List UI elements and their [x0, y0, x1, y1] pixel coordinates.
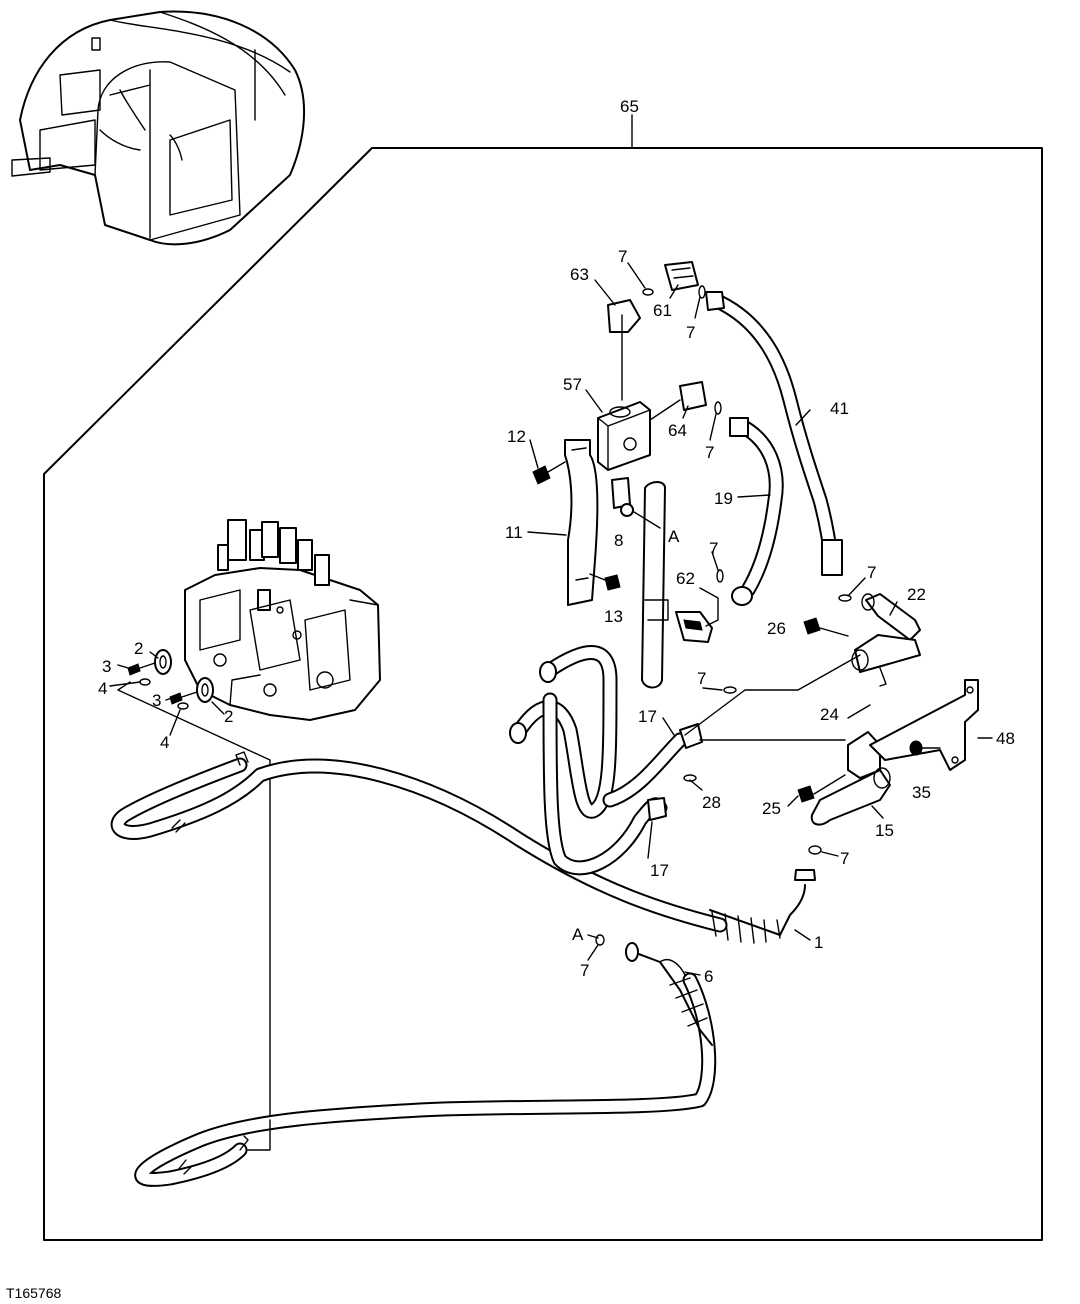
- label-4-upper: 4: [98, 679, 107, 698]
- label-28: 28: [702, 793, 721, 812]
- label-24: 24: [820, 705, 839, 724]
- elbow-fitting-63: [607, 299, 641, 401]
- label-25: 25: [762, 799, 781, 818]
- hose-1: [110, 751, 816, 944]
- label-3-lower: 3: [152, 691, 161, 710]
- bracket-11: [564, 439, 599, 606]
- bolt-25: [797, 774, 846, 803]
- label-19: 19: [714, 489, 733, 508]
- hose-17-upper: [509, 645, 703, 819]
- bolt-26: [803, 617, 849, 637]
- label-7b: 7: [686, 323, 695, 342]
- label-48: 48: [996, 729, 1015, 748]
- bracket-24: [847, 731, 881, 779]
- callout-leaders: [109, 114, 993, 976]
- fitting-15: [810, 767, 891, 826]
- manifold-block-57: [597, 401, 651, 471]
- nut-35: [909, 740, 941, 756]
- label-64: 64: [668, 421, 687, 440]
- figure-id: T165768: [6, 1285, 61, 1301]
- label-62: 62: [676, 569, 695, 588]
- label-7e: 7: [867, 563, 876, 582]
- machine-cab-thumbnail: [11, 10, 305, 246]
- label-57: 57: [563, 375, 582, 394]
- o-rings: [595, 285, 852, 946]
- label-1: 1: [814, 933, 823, 952]
- label-2-lower: 2: [224, 707, 233, 726]
- label-22: 22: [907, 585, 926, 604]
- tee-fitting-22: [851, 593, 921, 687]
- hose-19: [729, 417, 784, 606]
- label-7a: 7: [618, 247, 627, 266]
- label-12: 12: [507, 427, 526, 446]
- bolt-13: [589, 573, 621, 591]
- bolt-12: [532, 461, 566, 485]
- label-7c: 7: [705, 443, 714, 462]
- label-A-upper: A: [668, 527, 680, 546]
- label-15: 15: [875, 821, 894, 840]
- hose-17-lower: [542, 692, 668, 876]
- fitting-61: [664, 261, 699, 291]
- label-8: 8: [614, 531, 623, 550]
- label-35: 35: [912, 783, 931, 802]
- label-41: 41: [830, 399, 849, 418]
- leader-port-to-hose: [117, 681, 271, 1121]
- bracket-48: [869, 679, 979, 771]
- label-7f: 7: [697, 669, 706, 688]
- callout-labels: 65 63 7 61 7 57 64 7 41 12 19 11 8 A 7 1…: [98, 97, 1015, 986]
- label-A-lower: A: [572, 925, 584, 944]
- label-13: 13: [604, 607, 623, 626]
- fitting-8: [611, 477, 661, 529]
- flange-fitting-lower: [169, 677, 214, 710]
- assembly-frame: [43, 147, 1043, 1241]
- label-6: 6: [704, 967, 713, 986]
- label-26: 26: [767, 619, 786, 638]
- pipe-column: [641, 481, 669, 689]
- hose-6: [134, 942, 717, 1187]
- label-7h: 7: [580, 961, 589, 980]
- label-63: 63: [570, 265, 589, 284]
- control-valve: [184, 519, 381, 721]
- flange-fitting-upper: [127, 649, 172, 686]
- label-7g: 7: [840, 849, 849, 868]
- hose-41: [705, 291, 843, 576]
- label-2-upper: 2: [134, 639, 143, 658]
- fitting-64: [649, 381, 707, 421]
- label-11: 11: [505, 523, 523, 542]
- label-7d: 7: [709, 539, 718, 558]
- leader-24: [847, 704, 871, 719]
- leader-tee-to-hose: [684, 654, 861, 736]
- label-17-upper: 17: [638, 707, 657, 726]
- leader-hose6-end: [247, 1119, 271, 1151]
- label-61: 61: [653, 301, 672, 320]
- fitting-62: [675, 587, 719, 643]
- label-65: 65: [620, 97, 639, 116]
- label-4-lower: 4: [160, 733, 169, 752]
- label-17-lower: 17: [650, 861, 669, 880]
- label-3-upper: 3: [102, 657, 111, 676]
